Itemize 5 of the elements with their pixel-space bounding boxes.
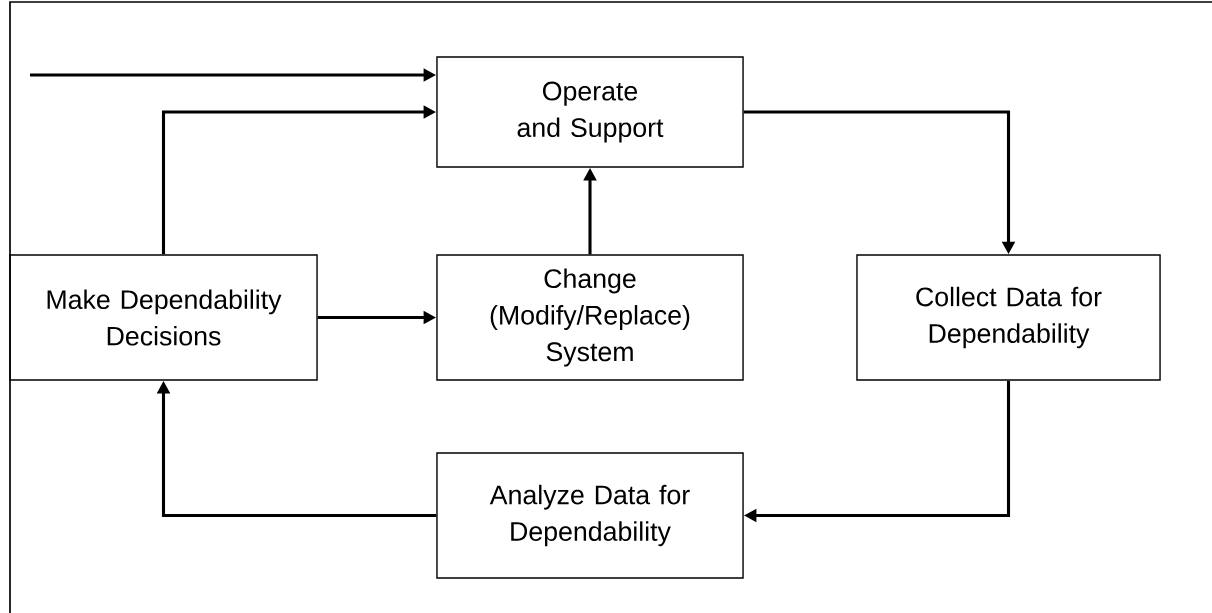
process-box: Make Dependability Decisions (9, 254, 318, 381)
process-box: Operate and Support (436, 56, 744, 168)
process-box: Analyze Data for Dependability (436, 452, 744, 579)
process-box: Change (Modify/Replace) System (436, 254, 744, 381)
process-box: Collect Data for Dependability (856, 254, 1161, 381)
